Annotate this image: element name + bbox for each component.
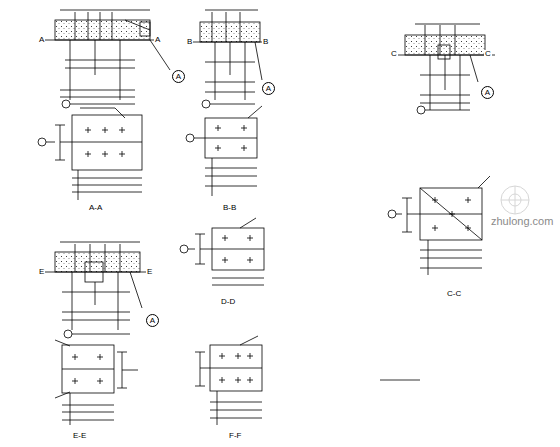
section-label: B bbox=[262, 38, 269, 46]
section-label: E-E bbox=[72, 432, 87, 440]
section-label: D-D bbox=[220, 298, 236, 306]
plan-a-a bbox=[38, 108, 142, 200]
plan-f-f bbox=[195, 336, 262, 425]
watermark-logo bbox=[501, 186, 529, 214]
axis-bubble: A bbox=[146, 314, 159, 327]
section-label: C bbox=[390, 50, 398, 58]
axis-letter: A bbox=[176, 73, 181, 81]
axis-bubble: A bbox=[262, 82, 275, 95]
elevation-a bbox=[45, 10, 170, 108]
axis-bubble: A bbox=[481, 86, 494, 99]
note-underline bbox=[380, 380, 420, 381]
section-label: E bbox=[146, 268, 153, 276]
axis-letter: A bbox=[150, 317, 155, 325]
section-label: B bbox=[186, 38, 193, 46]
section-label: C bbox=[484, 50, 492, 58]
section-label: C-C bbox=[446, 290, 462, 298]
plan-b-b bbox=[186, 106, 262, 196]
section-label: B-B bbox=[222, 204, 237, 212]
elevation-c bbox=[395, 24, 495, 114]
section-label: A-A bbox=[88, 204, 103, 212]
elevation-e bbox=[45, 242, 150, 338]
section-label: F-F bbox=[228, 432, 242, 440]
elevation-b bbox=[192, 10, 268, 108]
axis-letter: A bbox=[266, 85, 271, 93]
section-label: A bbox=[154, 36, 161, 44]
axis-letter: A bbox=[485, 89, 490, 97]
axis-bubble: A bbox=[172, 70, 185, 83]
plan-c-c bbox=[388, 176, 490, 275]
plan-d-d bbox=[180, 218, 264, 285]
section-label: A bbox=[38, 36, 45, 44]
watermark: zhulong.com bbox=[490, 216, 554, 227]
plan-e-e bbox=[55, 340, 138, 425]
section-label: E bbox=[38, 268, 45, 276]
